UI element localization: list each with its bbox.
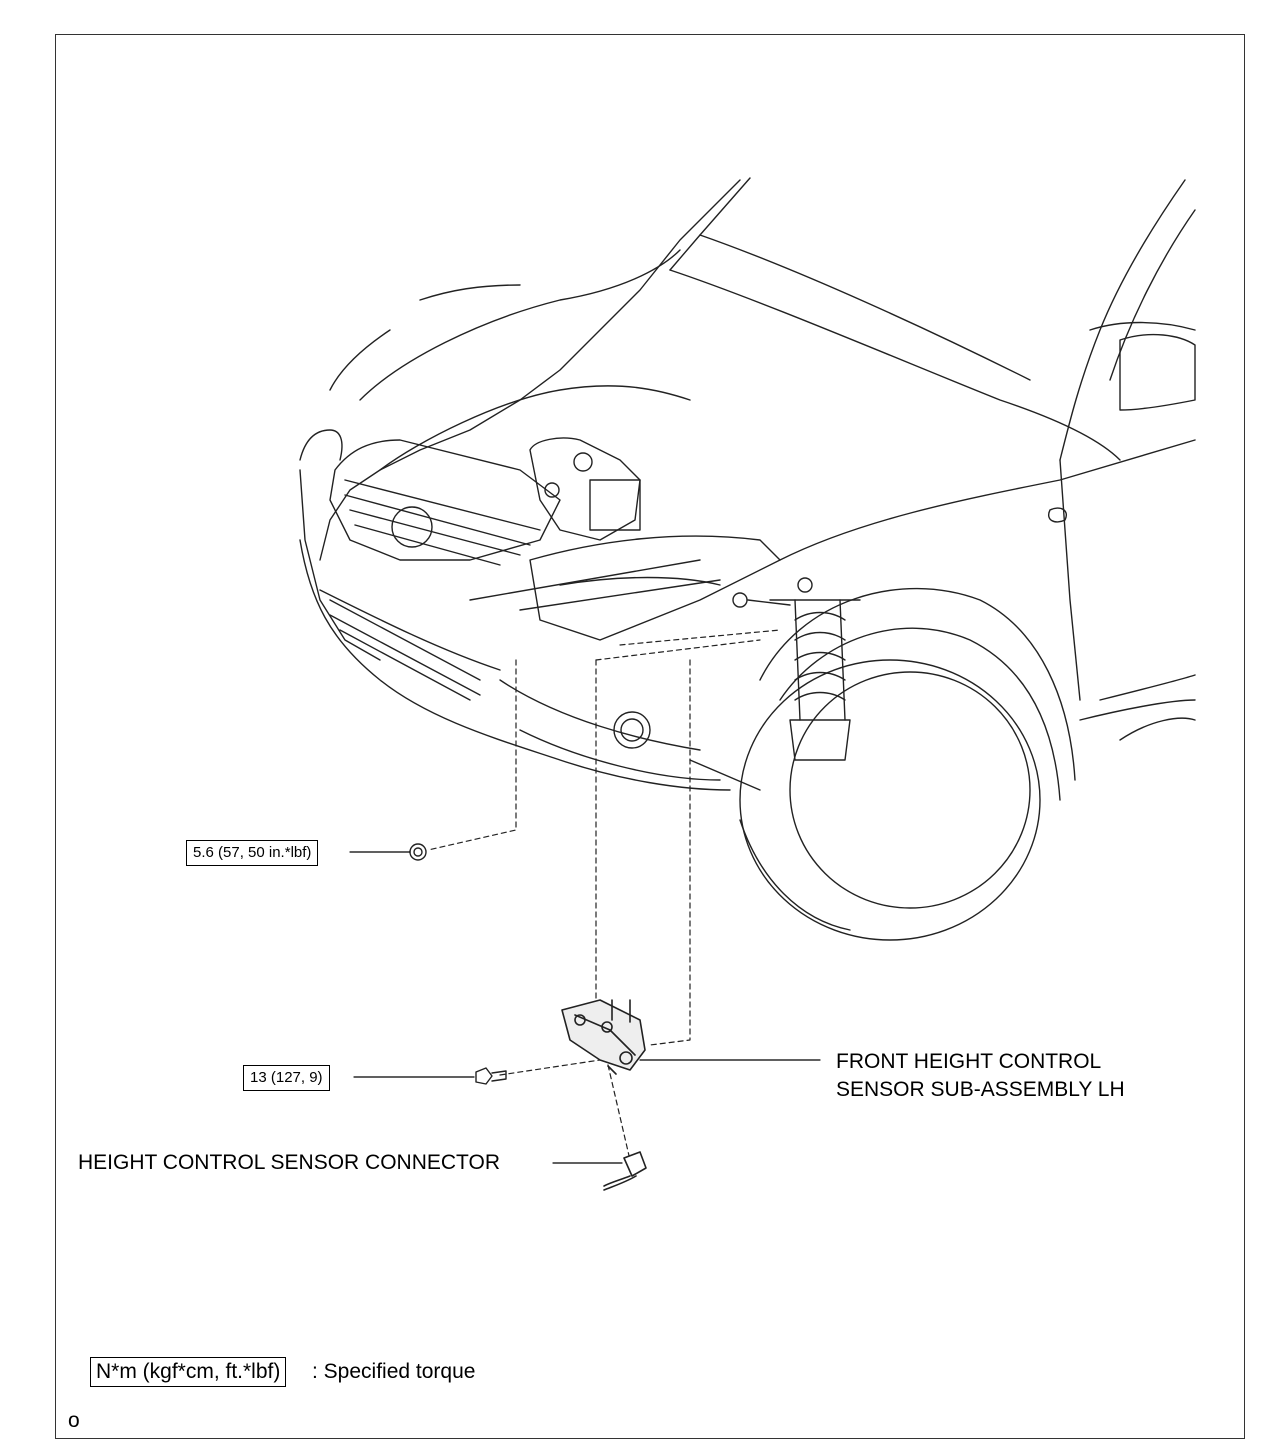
sensor-callout-line1: FRONT HEIGHT CONTROL (836, 1050, 1102, 1073)
figure-frame (55, 34, 1245, 1439)
dashed-leader-lines (427, 629, 781, 1161)
torque-label-bolt: 13 (127, 9) (243, 1065, 330, 1091)
height-control-sensor-part (561, 999, 646, 1075)
sensor-connector-part (603, 1151, 647, 1191)
sensor-callout-line2: SENSOR SUB-ASSEMBLY LH (836, 1078, 1125, 1101)
callout-leader-lines (349, 851, 821, 1164)
footer-mark: o (68, 1409, 80, 1432)
legend-unit-box: N*m (kgf*cm, ft.*lbf) (90, 1357, 287, 1387)
vehicle-body-outline (299, 177, 1196, 941)
legend-suffix: : Specified torque (312, 1360, 476, 1383)
connector-callout: HEIGHT CONTROL SENSOR CONNECTOR (78, 1151, 500, 1174)
nut-fastener (409, 843, 427, 861)
torque-label-nut: 5.6 (57, 50 in.*lbf) (186, 840, 319, 866)
bolt-fastener (475, 1067, 507, 1085)
